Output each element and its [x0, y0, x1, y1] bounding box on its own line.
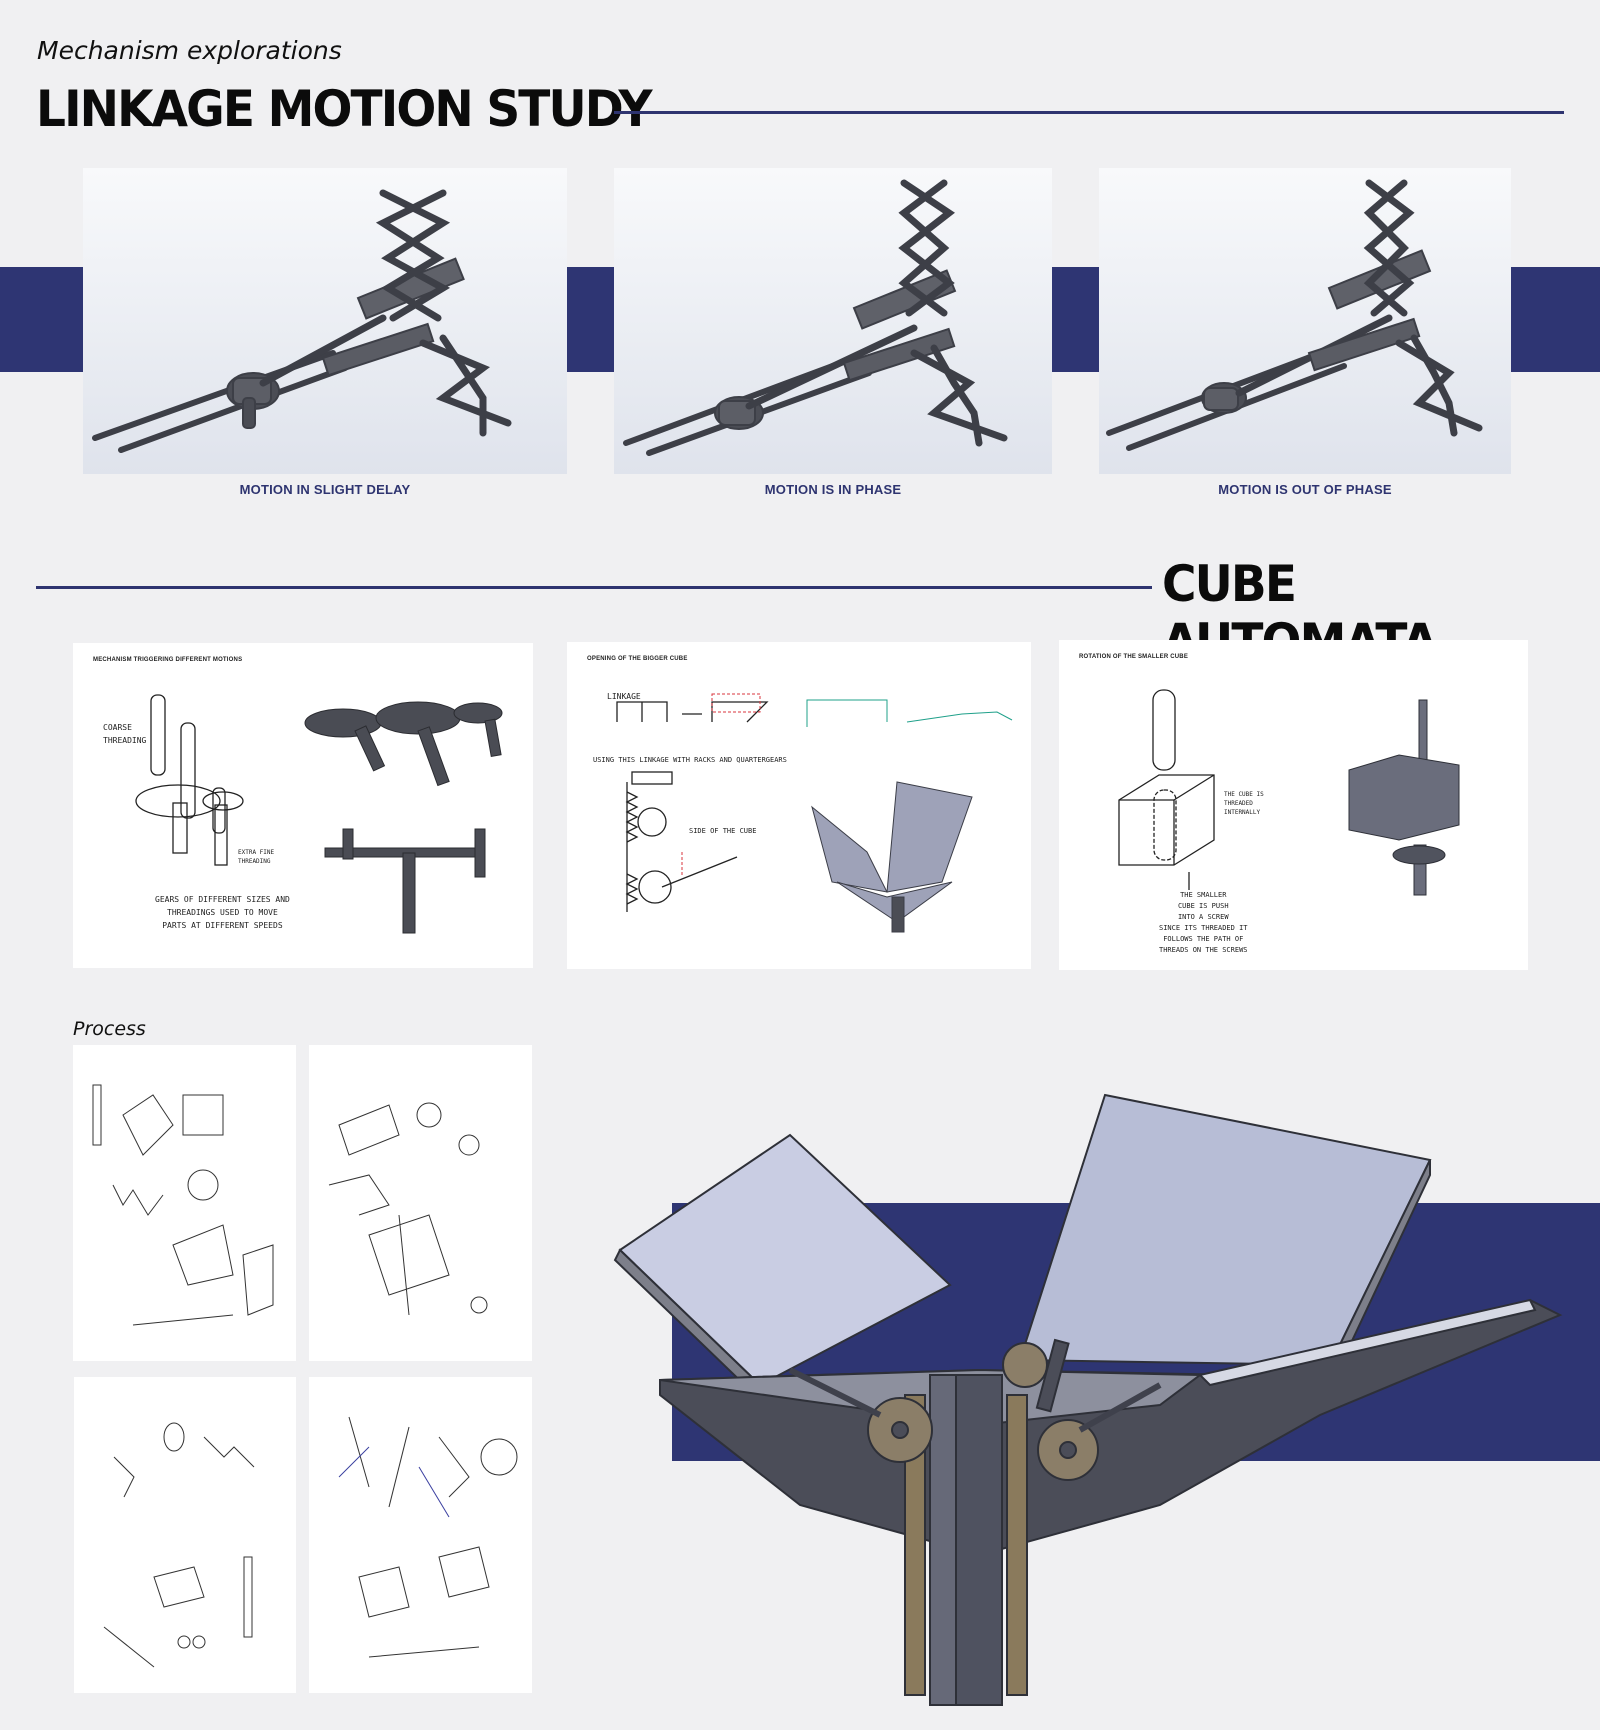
- process-sketch-1: [73, 1045, 296, 1361]
- process-sketch-drawing: [103, 1422, 255, 1668]
- sheet-title: OPENING OF THE BIGGER CUBE: [587, 656, 688, 662]
- process-sketch-drawing: [328, 1102, 488, 1316]
- process-sketch-3: [74, 1377, 296, 1693]
- linkage-mechanism-drawing: [92, 189, 512, 453]
- linkage-render-in-phase: [614, 168, 1052, 474]
- note-using-linkage: USING THIS LINKAGE WITH RACKS AND QUARTE…: [593, 756, 787, 764]
- process-sketch-drawing: [92, 1084, 274, 1326]
- process-label: Process: [73, 1018, 146, 1040]
- linkage-mechanism-drawing: [623, 179, 1008, 456]
- linkage-render-out-of-phase: [1099, 168, 1511, 474]
- screw-cube-sketch-drawing: [1118, 689, 1460, 896]
- page-title: LINKAGE MOTION STUDY: [36, 80, 653, 138]
- cube-automata-render: [600, 1085, 1600, 1725]
- sheet-rotation-smaller-cube: ROTATION OF THE SMALLER CUBE THE CUBE IS…: [1059, 640, 1528, 970]
- sheet-title: ROTATION OF THE SMALLER CUBE: [1079, 654, 1189, 660]
- note-cube-threaded: THE CUBE IS THREADED INTERNALLY: [1224, 791, 1264, 816]
- sheet-title: MECHANISM TRIGGERING DIFFERENT MOTIONS: [93, 657, 243, 663]
- title-rule: [614, 111, 1564, 114]
- note-linkage: LINKAGE: [607, 692, 641, 701]
- process-sketch-drawing: [338, 1416, 518, 1658]
- caption-motion-delay: MOTION IN SLIGHT DELAY: [239, 482, 411, 497]
- gear-sketch-drawing: [135, 694, 503, 934]
- process-sketch-4: [309, 1377, 532, 1693]
- note-smaller-cube: THE SMALLER CUBE IS PUSH INTO A SCREW SI…: [1159, 891, 1248, 954]
- caption-motion-in-phase: MOTION IS IN PHASE: [764, 482, 902, 497]
- page-subtitle: Mechanism explorations: [37, 36, 342, 65]
- cube-rule: [36, 586, 1152, 589]
- note-side-cube: SIDE OF THE CUBE: [689, 827, 757, 835]
- note-gears-sizes: GEARS OF DIFFERENT SIZES AND THREADINGS …: [155, 895, 290, 930]
- caption-motion-out-of-phase: MOTION IS OUT OF PHASE: [1218, 482, 1392, 497]
- sheet-mechanism-motions: MECHANISM TRIGGERING DIFFERENT MOTIONS C…: [73, 643, 533, 968]
- note-coarse-threading: COARSE THREADING: [103, 723, 147, 745]
- linkage-render-delay: [83, 168, 567, 474]
- process-sketch-2: [309, 1045, 532, 1361]
- linkage-mechanism-drawing: [1106, 179, 1483, 451]
- cube-mechanism-drawing: [613, 1093, 1563, 1706]
- sheet-opening-bigger-cube: OPENING OF THE BIGGER CUBE: [567, 642, 1031, 969]
- linkage-sketch-drawing: [616, 693, 1013, 933]
- note-fine-threading: EXTRA FINE THREADING: [238, 849, 275, 865]
